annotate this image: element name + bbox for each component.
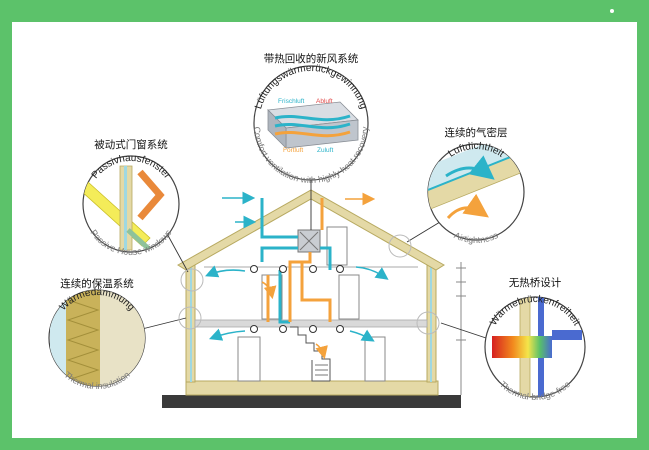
ventilation-label-zuluft: Zuluft [317, 147, 333, 154]
airtightness-callout: 连续的气密层 Luftdichtheit Airtightness [428, 126, 528, 245]
ventilation-callout: Frischluft Abluft Fortluft Zuluft 带热回收的新… [252, 52, 370, 185]
house-section [162, 190, 466, 408]
windows-title-cn: 被动式门窗系统 [94, 138, 168, 151]
foundation [186, 381, 438, 395]
ground-slab [162, 395, 461, 408]
windows-callout: 被动式门窗系统 Passivhausfenster Passive House … [80, 138, 179, 257]
thermal-bridge-callout: 无热桥设计 Wärmebrückenfreiheit Thermal-bridg… [485, 276, 585, 402]
airtight-title-cn: 连续的气密层 [445, 126, 508, 139]
ventilation-label-frischluft: Frischluft [278, 98, 305, 105]
insulation-callout: 连续的保温系统 Wärmedämmung Thermal insulation [49, 277, 148, 391]
ventilation-label-fortluft: Fortluft [283, 147, 303, 154]
ventilation-label-abluft: Abluft [316, 98, 333, 105]
thermal-bridge-title-cn: 无热桥设计 [509, 276, 562, 289]
